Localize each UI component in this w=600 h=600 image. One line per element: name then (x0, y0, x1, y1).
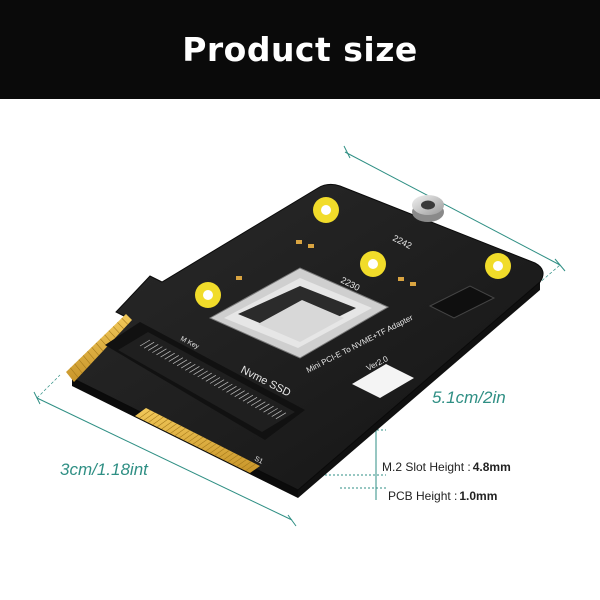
product-illustration: Mini PCI-E To NVME+TF Adapter Ver2.0 Nvm… (33, 145, 566, 527)
pcb-height-value: 1.0mm (459, 489, 497, 503)
slot-height-value: 4.8mm (473, 460, 511, 474)
pcb-edge-right (298, 282, 540, 498)
pcb-height-label: PCB Height : (388, 489, 457, 503)
dimension-labels: 5.1cm/2in 3cm/1.18int (60, 388, 506, 479)
page-title: Product size (182, 30, 418, 69)
width-label: 3cm/1.18int (60, 460, 149, 479)
mount-holes (195, 197, 511, 308)
gold-fingers-bottom (135, 408, 260, 473)
m2-slot-connector (105, 322, 305, 440)
slot-height-label: M.2 Slot Height : (382, 460, 471, 474)
standoff-screw (412, 195, 444, 222)
smd-components (236, 240, 416, 286)
pin-silkscreen: S1 (253, 456, 264, 466)
slot-height-spec: M.2 Slot Height :4.8mm (382, 460, 511, 474)
tf-card-slot (208, 267, 390, 359)
label-area (352, 364, 414, 398)
height-specs: M.2 Slot Height :4.8mm PCB Height :1.0mm (382, 460, 511, 503)
header-banner: Product size (0, 0, 600, 99)
pcb-height-spec: PCB Height :1.0mm (388, 489, 497, 503)
ic-chip (428, 285, 496, 319)
gold-fingers-left (66, 314, 132, 382)
length-label: 5.1cm/2in (432, 388, 506, 407)
